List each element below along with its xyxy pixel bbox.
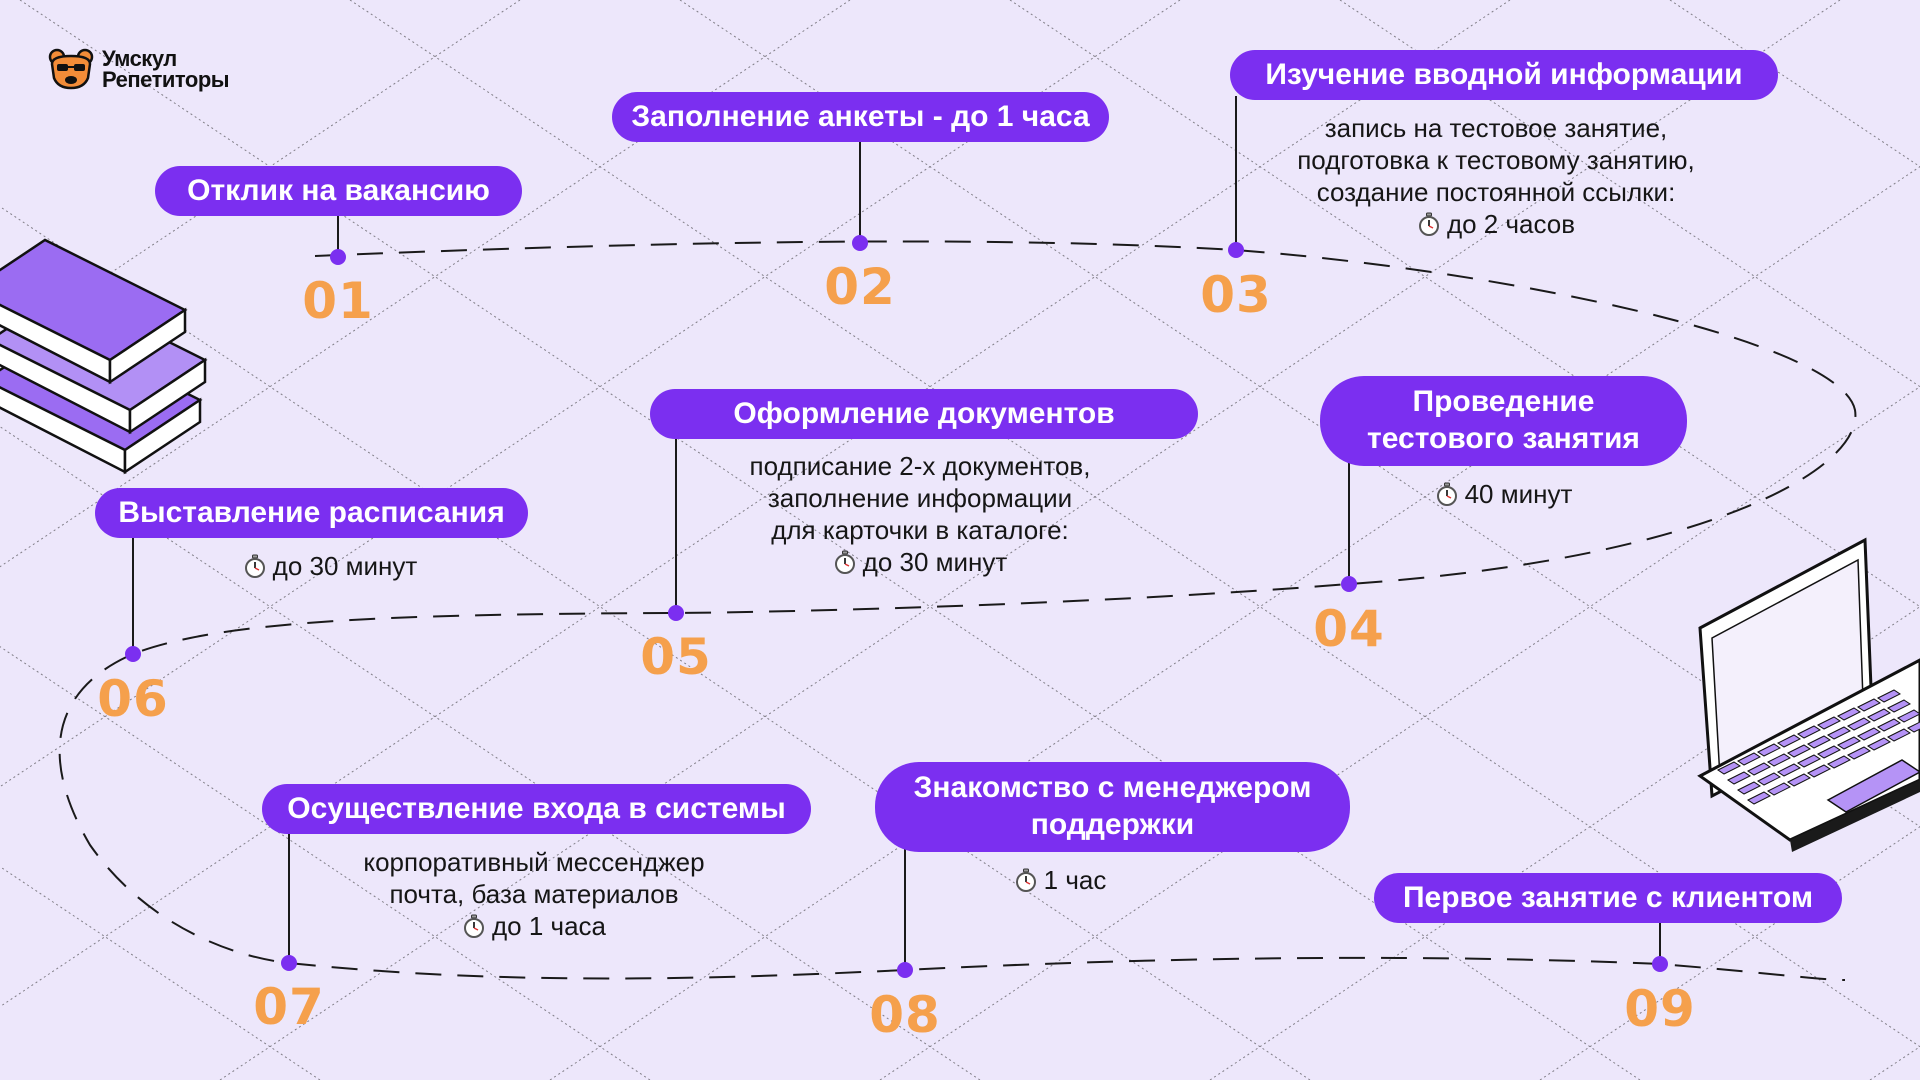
step-02-title: Заполнение анкеты - до 1 часа (612, 92, 1109, 142)
step-07-title: Осуществление входа в системы (262, 784, 811, 834)
step-05-title-line: Оформление документов (733, 396, 1115, 430)
step-03-desc-line-1: запись на тестовое занятие, (1324, 113, 1668, 143)
step-06-number: 06 (97, 670, 169, 728)
step-05-marker (668, 605, 684, 621)
step-06-marker (125, 646, 141, 662)
step-09-title-line: Первое занятие с клиентом (1402, 880, 1814, 914)
step-05-time: до 30 минут (670, 546, 1170, 578)
step-04-title: Проведение тестового занятия (1320, 376, 1687, 466)
step-07-time-value: до 1 часа (491, 911, 606, 941)
step-02-marker (852, 235, 868, 251)
step-02-number: 02 (824, 258, 896, 316)
brand-name-line1: Умскул (102, 46, 177, 71)
stopwatch-icon (462, 913, 486, 938)
step-03-description: запись на тестовое занятие, подготовка к… (1246, 112, 1746, 240)
brand-logo: Умскул Репетиторы (48, 46, 230, 92)
step-05-description: подписание 2-х документов, заполнение ин… (670, 450, 1170, 578)
step-04-marker (1341, 576, 1357, 592)
step-07-title-line: Осуществление входа в системы (287, 791, 786, 825)
step-07-description: корпоративный мессенджер почта, база мат… (300, 846, 768, 942)
step-08-connector (904, 846, 906, 970)
step-08-description: 1 час (960, 864, 1160, 896)
step-04-time-value: 40 минут (1464, 479, 1573, 509)
step-04-title-line-2: тестового занятия (1367, 422, 1640, 455)
step-05-time-value: до 30 минут (862, 547, 1008, 577)
step-09-number: 09 (1624, 980, 1696, 1038)
step-07-desc-line-1: корпоративный мессенджер (363, 847, 705, 877)
brand-name-line2: Репетиторы (102, 67, 230, 92)
step-08-title-line-1: Знакомство с менеджером (913, 771, 1312, 805)
step-07-marker (281, 955, 297, 971)
step-04-title-line-1: Проведение (1412, 385, 1595, 419)
step-09-marker (1652, 956, 1668, 972)
step-08-time-value: 1 час (1043, 865, 1107, 895)
step-07-connector (288, 830, 290, 962)
step-06-title-line: Выставление расписания (118, 495, 505, 529)
step-03-marker (1228, 242, 1244, 258)
step-03-desc-line-2: подготовка к тестовому занятию, (1297, 145, 1695, 175)
step-08-time: 1 час (960, 864, 1160, 896)
step-03-time-value: до 2 часов (1446, 209, 1576, 239)
stopwatch-icon (243, 553, 267, 578)
step-04-number: 04 (1313, 600, 1385, 658)
bear-logo-icon (48, 48, 94, 90)
step-01-title: Отклик на вакансию (155, 166, 522, 216)
step-08-title-line-2: поддержки (1030, 808, 1195, 841)
step-05-number: 05 (640, 628, 712, 686)
step-05-desc-line-2: заполнение информации (767, 483, 1073, 513)
step-09-title: Первое занятие с клиентом (1374, 873, 1842, 923)
step-07-desc-line-2: почта, база материалов (389, 879, 679, 909)
step-08-marker (897, 962, 913, 978)
laptop-illustration (1697, 537, 1920, 852)
step-05-desc-line-3: для карточки в каталоге: (771, 515, 1069, 545)
step-08-title: Знакомство с менеджером поддержки (875, 762, 1350, 852)
step-04-connector (1348, 462, 1350, 584)
step-01-marker (330, 249, 346, 265)
step-06-description: до 30 минут (190, 550, 470, 582)
stopwatch-icon (1014, 867, 1038, 892)
step-05-title: Оформление документов (650, 389, 1198, 439)
step-06-connector (132, 530, 134, 654)
step-03-desc-line-3: создание постоянной ссылки: (1316, 177, 1676, 207)
step-06-time-value: до 30 минут (272, 551, 418, 581)
step-07-number: 07 (253, 978, 325, 1036)
stopwatch-icon (1435, 481, 1459, 506)
step-03-title: Изучение вводной информации (1230, 50, 1778, 100)
step-03-time: до 2 часов (1246, 208, 1746, 240)
books-illustration (0, 238, 208, 475)
step-06-title: Выставление расписания (95, 488, 528, 538)
step-03-number: 03 (1200, 266, 1272, 324)
stopwatch-icon (833, 549, 857, 574)
step-07-time: до 1 часа (300, 910, 768, 942)
step-09-connector (1659, 920, 1661, 964)
step-04-description: 40 минут (1320, 478, 1687, 510)
step-06-time: до 30 минут (190, 550, 470, 582)
step-05-desc-line-1: подписание 2-х документов, (749, 451, 1091, 481)
step-02-title-line: Заполнение анкеты - до 1 часа (631, 99, 1090, 133)
step-01-number: 01 (302, 272, 374, 330)
step-03-title-line: Изучение вводной информации (1265, 57, 1743, 91)
step-01-connector (337, 214, 339, 256)
step-02-connector (859, 140, 861, 243)
step-05-connector (675, 436, 677, 612)
step-01-title-line: Отклик на вакансию (187, 173, 490, 207)
step-04-time: 40 минут (1320, 478, 1687, 510)
step-03-connector (1235, 96, 1237, 250)
stopwatch-icon (1417, 211, 1441, 236)
step-08-number: 08 (869, 986, 941, 1044)
